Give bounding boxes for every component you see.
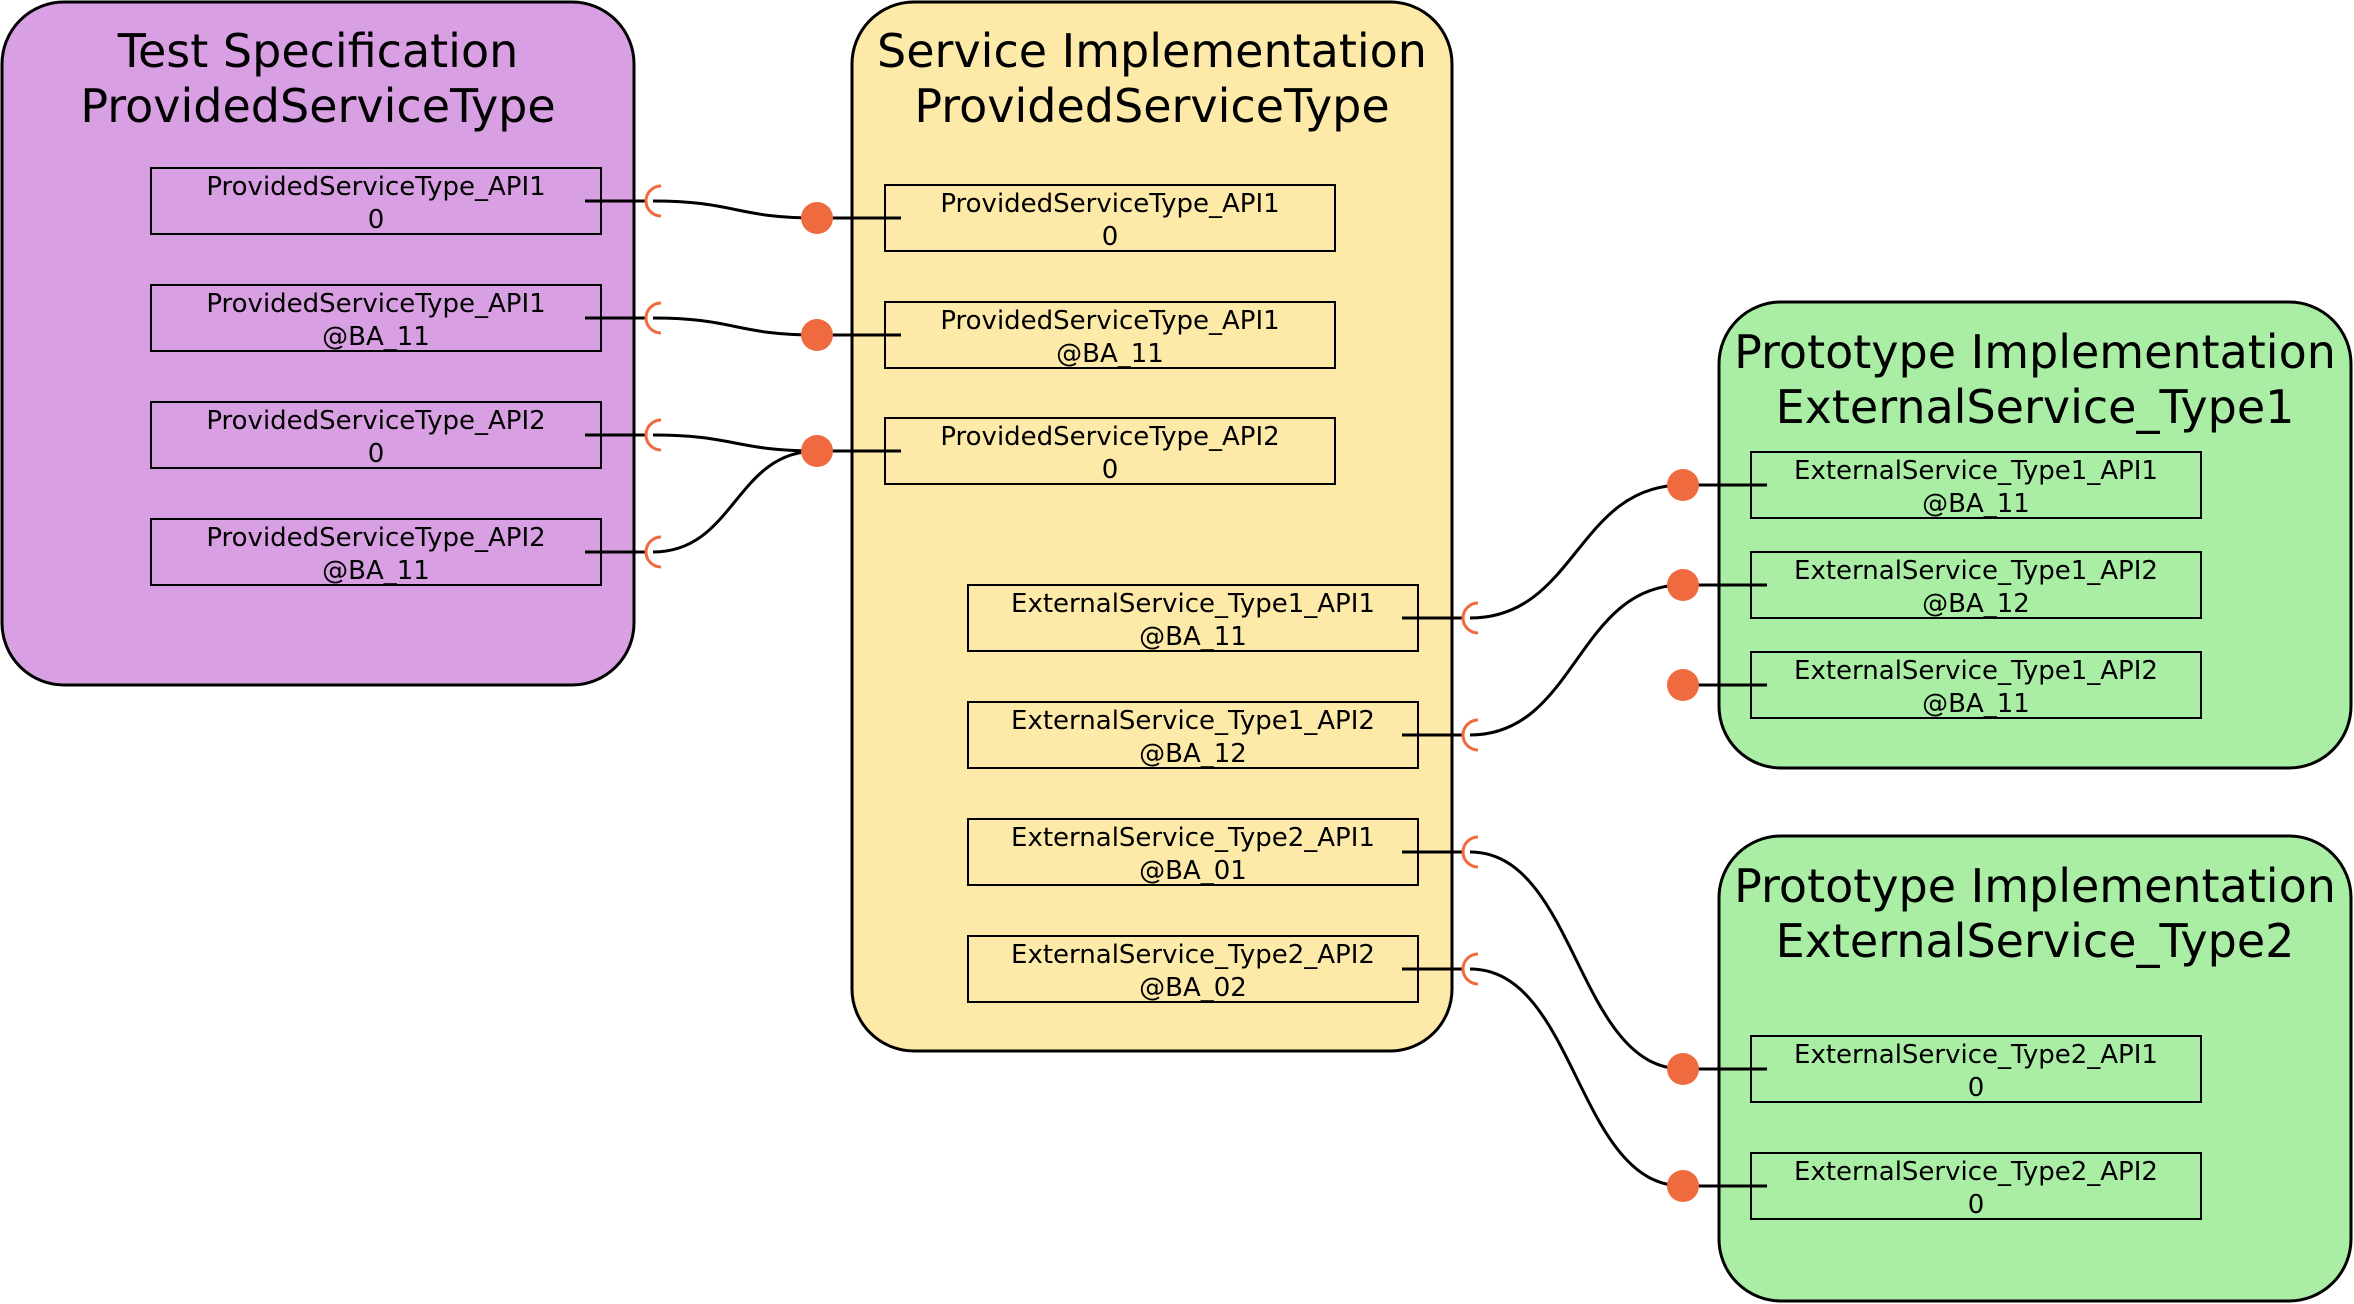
port-sublabel: 0 (1968, 1190, 1985, 1220)
wire-si5-p1b (1469, 583, 1684, 737)
service-impl-node: Service Implementation ProvidedServiceTy… (850, 0, 1454, 1053)
ball-icon (801, 435, 833, 467)
port-label: ProvidedServiceType_API1 (206, 172, 545, 202)
port-p1c[interactable]: ExternalService_Type1_API2 @BA_11 (1750, 651, 2202, 719)
port-sublabel: @BA_11 (1139, 622, 1247, 652)
socket-icon (1461, 718, 1479, 752)
prototype1-node: Prototype Implementation ExternalService… (1717, 300, 2353, 770)
socket-icon (644, 535, 662, 569)
socket-icon (1461, 835, 1479, 869)
port-p1b[interactable]: ExternalService_Type1_API2 @BA_12 (1750, 551, 2202, 619)
port-label: ExternalService_Type1_API1 (1011, 589, 1375, 619)
port-label: ExternalService_Type2_API2 (1794, 1157, 2158, 1187)
port-p2a[interactable]: ExternalService_Type2_API1 0 (1750, 1035, 2202, 1103)
port-label: ExternalService_Type2_API1 (1011, 823, 1375, 853)
wire-si7-p2b (1469, 967, 1684, 1188)
port-sublabel: 0 (368, 439, 385, 469)
port-si2[interactable]: ProvidedServiceType_API1 @BA_11 (884, 301, 1336, 369)
port-si1[interactable]: ProvidedServiceType_API1 0 (884, 184, 1336, 252)
test-spec-title-line1: Test Specification (117, 24, 519, 78)
port-sublabel: 0 (368, 205, 385, 235)
port-label: ExternalService_Type1_API2 (1011, 706, 1375, 736)
port-label: ExternalService_Type2_API2 (1011, 940, 1375, 970)
ball-icon (1667, 1053, 1699, 1085)
port-si3[interactable]: ProvidedServiceType_API2 0 (884, 417, 1336, 485)
wire-ts4-si3 (652, 449, 818, 554)
socket-icon (644, 184, 662, 218)
test-spec-container (0, 0, 636, 687)
port-p2b[interactable]: ExternalService_Type2_API2 0 (1750, 1152, 2202, 1220)
ball-icon (801, 319, 833, 351)
test-spec-node: Test Specification ProvidedServiceType (0, 0, 636, 687)
port-label: ProvidedServiceType_API1 (940, 306, 1279, 336)
port-label: ExternalService_Type1_API2 (1794, 656, 2158, 686)
test-spec-title-line2: ProvidedServiceType (80, 79, 555, 133)
port-ts2[interactable]: ProvidedServiceType_API1 @BA_11 (150, 284, 602, 352)
port-label: ProvidedServiceType_API1 (940, 189, 1279, 219)
port-sublabel: @BA_11 (1922, 489, 2030, 519)
port-label: ExternalService_Type1_API2 (1794, 556, 2158, 586)
wire-ts3-si3 (652, 433, 818, 453)
port-sublabel: @BA_11 (1922, 689, 2030, 719)
prototype2-title-line1: Prototype Implementation (1734, 859, 2336, 913)
port-label: ExternalService_Type1_API1 (1794, 456, 2158, 486)
wire-ts1-si1 (652, 199, 818, 220)
service-impl-title-line1: Service Implementation (877, 24, 1427, 78)
socket-icon (1461, 601, 1479, 635)
service-impl-container (850, 0, 1454, 1053)
port-sublabel: @BA_12 (1139, 739, 1247, 769)
socket-icon (644, 418, 662, 452)
wire-ts2-si2 (652, 316, 818, 337)
port-sublabel: 0 (1102, 222, 1119, 252)
port-sublabel: 0 (1102, 455, 1119, 485)
port-label: ProvidedServiceType_API2 (940, 422, 1279, 452)
ball-icon (1667, 1170, 1699, 1202)
wire-si4-p1a (1469, 483, 1684, 620)
port-p1a[interactable]: ExternalService_Type1_API1 @BA_11 (1750, 451, 2202, 519)
prototype1-title-line1: Prototype Implementation (1734, 325, 2336, 379)
wire-si6-p2a (1469, 850, 1684, 1071)
port-label: ProvidedServiceType_API2 (206, 523, 545, 553)
port-label: ProvidedServiceType_API1 (206, 289, 545, 319)
prototype1-title-line2: ExternalService_Type1 (1776, 380, 2295, 434)
socket-icon (1461, 952, 1479, 986)
port-sublabel: @BA_02 (1139, 973, 1247, 1003)
port-sublabel: @BA_11 (322, 322, 430, 352)
connection-wires (652, 199, 1684, 1188)
port-sublabel: @BA_12 (1922, 589, 2030, 619)
port-sublabel: @BA_01 (1139, 856, 1247, 886)
port-ts1[interactable]: ProvidedServiceType_API1 0 (150, 167, 602, 235)
port-label: ExternalService_Type2_API1 (1794, 1040, 2158, 1070)
prototype2-node: Prototype Implementation ExternalService… (1717, 834, 2353, 1303)
service-impl-title-line2: ProvidedServiceType (914, 79, 1389, 133)
port-sublabel: 0 (1968, 1073, 1985, 1103)
port-si7[interactable]: ExternalService_Type2_API2 @BA_02 (967, 935, 1419, 1003)
ball-icon (1667, 669, 1699, 701)
ball-icon (1667, 569, 1699, 601)
ball-icon (801, 202, 833, 234)
port-label: ProvidedServiceType_API2 (206, 406, 545, 436)
prototype2-title-line2: ExternalService_Type2 (1776, 914, 2295, 968)
port-sublabel: @BA_11 (1056, 339, 1164, 369)
port-sublabel: @BA_11 (322, 556, 430, 586)
port-ts3[interactable]: ProvidedServiceType_API2 0 (150, 401, 602, 469)
port-ts4[interactable]: ProvidedServiceType_API2 @BA_11 (150, 518, 602, 586)
ball-icon (1667, 469, 1699, 501)
port-si4[interactable]: ExternalService_Type1_API1 @BA_11 (967, 584, 1419, 652)
socket-icon (644, 301, 662, 335)
interface-connectors (585, 184, 1767, 1202)
